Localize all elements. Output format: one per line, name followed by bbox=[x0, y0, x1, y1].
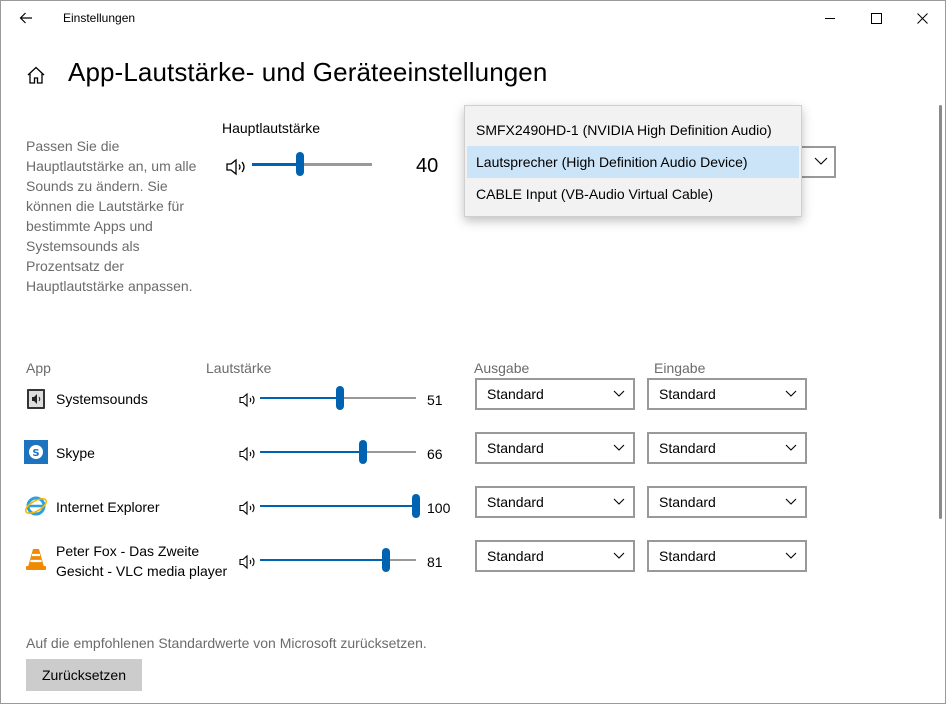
close-button[interactable] bbox=[899, 1, 945, 35]
system-sounds-icon bbox=[27, 389, 45, 409]
maximize-button[interactable] bbox=[853, 1, 899, 35]
app-name: Peter Fox - Das Zweite Gesicht - VLC med… bbox=[56, 543, 228, 579]
reset-description: Auf die empfohlenen Standardwerte von Mi… bbox=[26, 635, 427, 651]
app-volume-fill bbox=[260, 505, 416, 507]
app-volume-thumb[interactable] bbox=[412, 494, 420, 518]
app-volume-value: 51 bbox=[427, 392, 443, 408]
chevron-down-icon bbox=[613, 390, 625, 397]
select-value: Standard bbox=[487, 548, 544, 564]
minimize-button[interactable] bbox=[807, 1, 853, 35]
app-volume-thumb[interactable] bbox=[335, 386, 344, 410]
app-volume-slider[interactable] bbox=[260, 494, 420, 518]
dropdown-option-speakers[interactable]: Lautsprecher (High Definition Audio Devi… bbox=[467, 146, 799, 178]
select-value: Standard bbox=[659, 440, 716, 456]
close-icon bbox=[916, 12, 928, 24]
app-volume-slider[interactable] bbox=[260, 386, 416, 410]
app-output-select[interactable]: Standard bbox=[475, 540, 635, 572]
chevron-down-icon bbox=[613, 552, 625, 559]
select-value: Standard bbox=[659, 386, 716, 402]
select-value: Standard bbox=[659, 494, 716, 510]
column-header-volume: Lautstärke bbox=[206, 360, 272, 376]
output-device-dropdown: SMFX2490HD-1 (NVIDIA High Definition Aud… bbox=[464, 105, 802, 217]
speaker-icon[interactable] bbox=[239, 500, 257, 516]
chevron-down-icon bbox=[785, 444, 797, 451]
app-output-select[interactable]: Standard bbox=[475, 432, 635, 464]
description-text: Passen Sie die Hauptlautstärke an, um al… bbox=[26, 138, 197, 294]
page-title: App-Lautstärke- und Geräteeinstellungen bbox=[68, 57, 548, 87]
app-name: Internet Explorer bbox=[56, 499, 160, 515]
chevron-down-icon bbox=[785, 552, 797, 559]
app-input-select[interactable]: Standard bbox=[647, 540, 807, 572]
title-bar: Einstellungen bbox=[1, 1, 945, 35]
master-volume-thumb[interactable] bbox=[296, 152, 304, 176]
app-name: Systemsounds bbox=[56, 391, 148, 407]
back-button[interactable] bbox=[9, 5, 43, 31]
home-button[interactable] bbox=[23, 63, 49, 87]
master-volume-fill bbox=[252, 163, 300, 166]
master-volume-value: 40 bbox=[416, 155, 439, 177]
app-volume-fill bbox=[260, 559, 387, 561]
app-volume-fill bbox=[260, 451, 363, 453]
app-input-select[interactable]: Standard bbox=[647, 486, 807, 518]
column-header-app: App bbox=[26, 360, 51, 376]
speaker-icon[interactable] bbox=[239, 446, 257, 462]
app-row-systemsounds: Systemsounds 51 Standard Standard bbox=[1, 371, 945, 425]
app-volume-fill bbox=[260, 397, 340, 399]
app-row-skype: S Skype 66 Standard Standard bbox=[1, 425, 945, 479]
app-volume-slider[interactable] bbox=[260, 440, 416, 464]
speaker-icon[interactable] bbox=[239, 392, 257, 408]
app-output-select[interactable]: Standard bbox=[475, 378, 635, 410]
app-row-internet-explorer: Internet Explorer 100 Standard Standard bbox=[1, 479, 945, 533]
speaker-icon[interactable] bbox=[239, 554, 257, 570]
app-volume-thumb[interactable] bbox=[382, 548, 391, 572]
app-input-select[interactable]: Standard bbox=[647, 378, 807, 410]
app-volume-slider[interactable] bbox=[260, 548, 416, 572]
scrollbar[interactable] bbox=[939, 105, 942, 519]
column-header-output: Ausgabe bbox=[474, 360, 530, 376]
svg-text:S: S bbox=[32, 448, 39, 459]
app-name: Skype bbox=[56, 445, 95, 461]
select-value: Standard bbox=[659, 548, 716, 564]
select-value: Standard bbox=[487, 386, 544, 402]
select-value: Standard bbox=[487, 494, 544, 510]
select-value: Standard bbox=[487, 440, 544, 456]
chevron-down-icon bbox=[613, 444, 625, 451]
chevron-down-icon bbox=[785, 390, 797, 397]
internet-explorer-icon bbox=[24, 496, 48, 516]
app-input-select[interactable]: Standard bbox=[647, 432, 807, 464]
app-volume-value: 100 bbox=[427, 500, 451, 516]
chevron-down-icon bbox=[613, 498, 625, 505]
dropdown-option-nvidia[interactable]: SMFX2490HD-1 (NVIDIA High Definition Aud… bbox=[476, 122, 772, 138]
minimize-icon bbox=[824, 17, 835, 19]
app-row-vlc: Peter Fox - Das Zweite Gesicht - VLC med… bbox=[1, 533, 945, 587]
maximize-icon bbox=[870, 12, 882, 24]
speaker-icon[interactable] bbox=[225, 157, 247, 177]
arrow-left-icon bbox=[19, 12, 32, 24]
window-title: Einstellungen bbox=[63, 11, 136, 25]
skype-icon: S bbox=[24, 440, 48, 464]
chevron-down-icon bbox=[785, 498, 797, 505]
app-volume-value: 81 bbox=[427, 554, 443, 570]
dropdown-option-cable-input[interactable]: CABLE Input (VB-Audio Virtual Cable) bbox=[476, 186, 714, 202]
vlc-icon bbox=[26, 549, 46, 570]
app-output-select[interactable]: Standard bbox=[475, 486, 635, 518]
column-header-input: Eingabe bbox=[654, 360, 706, 376]
chevron-down-icon bbox=[814, 157, 828, 165]
app-volume-value: 66 bbox=[427, 446, 443, 462]
app-volume-thumb[interactable] bbox=[358, 440, 367, 464]
home-icon bbox=[27, 66, 45, 84]
master-volume-label: Hauptlautstärke bbox=[222, 120, 321, 136]
reset-button[interactable]: Zurücksetzen bbox=[26, 659, 142, 691]
master-volume-slider[interactable] bbox=[252, 152, 372, 176]
